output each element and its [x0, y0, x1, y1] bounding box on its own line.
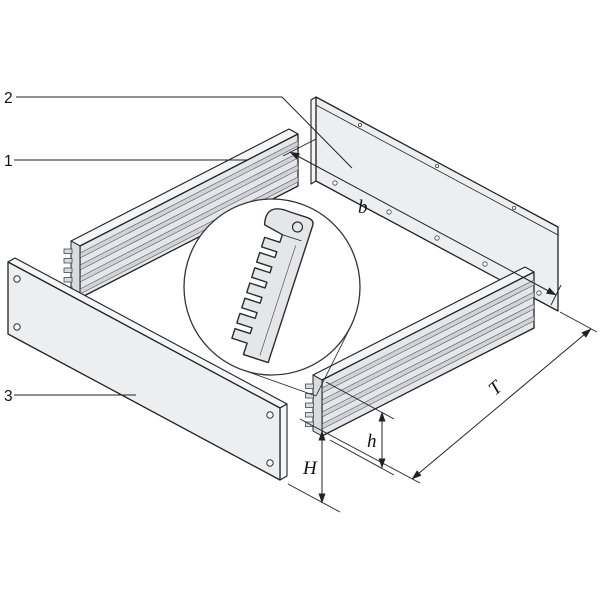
- part-label-rail: 1: [4, 153, 13, 170]
- rear-panel-hole: [536, 290, 542, 296]
- dimension-T-label: T: [485, 376, 508, 400]
- dimension-T-line: [411, 328, 592, 480]
- extrusion-profile-detail: [231, 208, 314, 364]
- dimension-b-extension-left: [282, 138, 317, 157]
- profile-inner-line: [282, 234, 302, 242]
- profile-screw-channel: [291, 221, 304, 233]
- dimension-b: b: [282, 138, 562, 306]
- dimension-H-extension-bottom: [287, 483, 341, 513]
- rear-panel-flange-hole: [512, 205, 517, 210]
- rear-panel-hole: [434, 235, 440, 241]
- part-label-front-panel: 3: [4, 388, 13, 405]
- rear-panel-flange-hole: [434, 163, 439, 168]
- dimension-T-extension-rear: [559, 311, 598, 333]
- dimension-b-label: b: [358, 197, 368, 218]
- dimension-h: h: [325, 381, 395, 476]
- front-panel-mounting-hole: [266, 411, 274, 419]
- rear-panel-hole: [482, 261, 488, 267]
- left-rail-profile-tooth: [63, 248, 73, 254]
- right-rail-profile-tooth: [305, 383, 314, 389]
- leader-line-part-2: [16, 96, 353, 169]
- extrusion-profile-cross-section: [231, 208, 314, 364]
- part-callouts: 2 1 3: [4, 90, 353, 405]
- detail-cone-line: [315, 325, 352, 397]
- rear-panel-hole: [386, 209, 392, 215]
- front-panel-face: [7, 261, 281, 481]
- part-label-rear-panel: 2: [4, 90, 13, 107]
- front-panel-mounting-hole: [13, 323, 21, 331]
- dimension-h-label: h: [367, 431, 377, 452]
- front-panel-mounting-hole: [13, 275, 21, 283]
- rear-panel-flange-hole: [357, 123, 362, 128]
- rear-panel-hole: [332, 180, 338, 186]
- front-panel: [7, 257, 288, 481]
- right-rail-profile-tooth: [305, 393, 314, 399]
- left-rail-profile-tooth: [63, 258, 73, 264]
- front-panel-mounting-hole: [266, 459, 274, 467]
- profile-inner-line: [259, 245, 297, 356]
- dimension-H-label: H: [302, 458, 318, 479]
- dimension-T-extension-front: [299, 418, 421, 484]
- dimension-H: H: [287, 430, 341, 513]
- dimension-b-line: [289, 151, 557, 296]
- front-panel-right-edge: [279, 403, 288, 481]
- detail-cone: [242, 325, 352, 397]
- dimension-h-extension-bottom: [329, 439, 395, 476]
- right-rail-profile-tooth: [305, 402, 314, 408]
- detail-circle: [183, 198, 361, 376]
- right-rail-profile-tooth: [305, 412, 314, 418]
- detail-cone-line: [242, 369, 317, 397]
- left-rail-profile-tooth: [63, 267, 73, 273]
- left-rail-profile-tooth: [63, 277, 73, 283]
